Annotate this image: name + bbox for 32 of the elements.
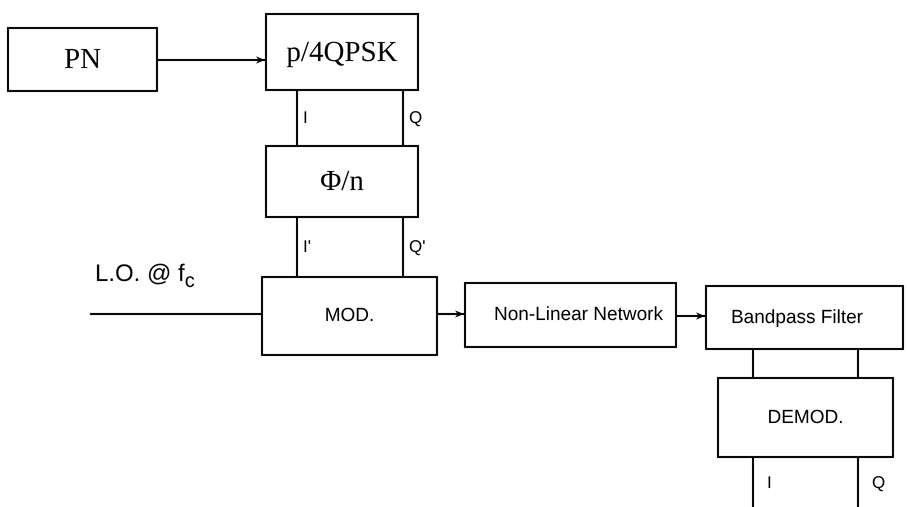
signal-line xyxy=(296,218,298,276)
block-label: Φ/n xyxy=(320,166,364,197)
signal-line xyxy=(857,458,859,507)
edge-label: Q' xyxy=(409,238,426,255)
block-box xyxy=(265,13,419,91)
block-label: Non-Linear Network xyxy=(494,305,663,325)
arrow xyxy=(677,312,705,320)
block-box xyxy=(265,145,419,218)
edge-label: Q xyxy=(409,109,422,126)
block-box xyxy=(464,282,677,348)
block-label: MOD. xyxy=(324,306,374,326)
signal-line xyxy=(402,218,404,276)
signal-line xyxy=(857,350,859,377)
edge-label: I xyxy=(767,474,772,490)
signal-line xyxy=(752,458,754,507)
edge-label: I' xyxy=(303,238,311,255)
block-label: PN xyxy=(64,44,102,75)
block-label: DEMOD. xyxy=(768,408,844,428)
signal-line xyxy=(752,350,754,377)
block-box xyxy=(705,285,904,350)
block-label: p/4QPSK xyxy=(286,36,398,68)
signal-line xyxy=(296,91,298,145)
block-box xyxy=(261,276,438,356)
arrow xyxy=(158,56,265,64)
edge-label: Q xyxy=(872,474,886,490)
arrow xyxy=(438,310,464,318)
signal-line xyxy=(90,313,261,315)
signal-line xyxy=(402,91,404,145)
block-label: Bandpass Filter xyxy=(731,308,864,328)
block-box xyxy=(7,27,158,92)
edge-label: I xyxy=(303,109,308,126)
block-box xyxy=(717,377,894,458)
